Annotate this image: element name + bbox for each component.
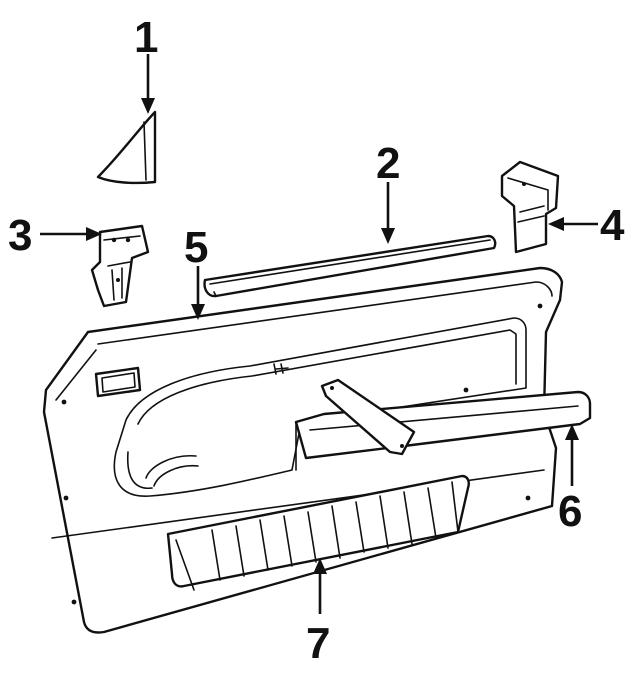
callout-7: 7	[306, 619, 330, 668]
callout-2: 2	[376, 139, 400, 188]
leader-line-4	[548, 217, 598, 231]
part-3-bracket	[90, 224, 150, 308]
part-2-trim-strip	[203, 234, 497, 298]
leader-line-3	[40, 227, 102, 241]
leader-line-2	[381, 182, 395, 244]
leader-line-1	[141, 54, 155, 114]
callout-1: 1	[134, 13, 158, 62]
leader-line-6	[565, 424, 579, 486]
part-6-armrest	[294, 378, 592, 471]
callout-4: 4	[600, 201, 625, 250]
leader-line-5	[191, 266, 205, 320]
callout-3: 3	[8, 211, 32, 260]
part-7-map-pocket	[166, 474, 470, 591]
part-4-switch-housing	[500, 160, 560, 254]
leader-line-7	[313, 558, 327, 614]
part-1-sail-panel	[96, 110, 157, 185]
callout-5: 5	[184, 223, 208, 272]
callout-6: 6	[558, 487, 582, 536]
